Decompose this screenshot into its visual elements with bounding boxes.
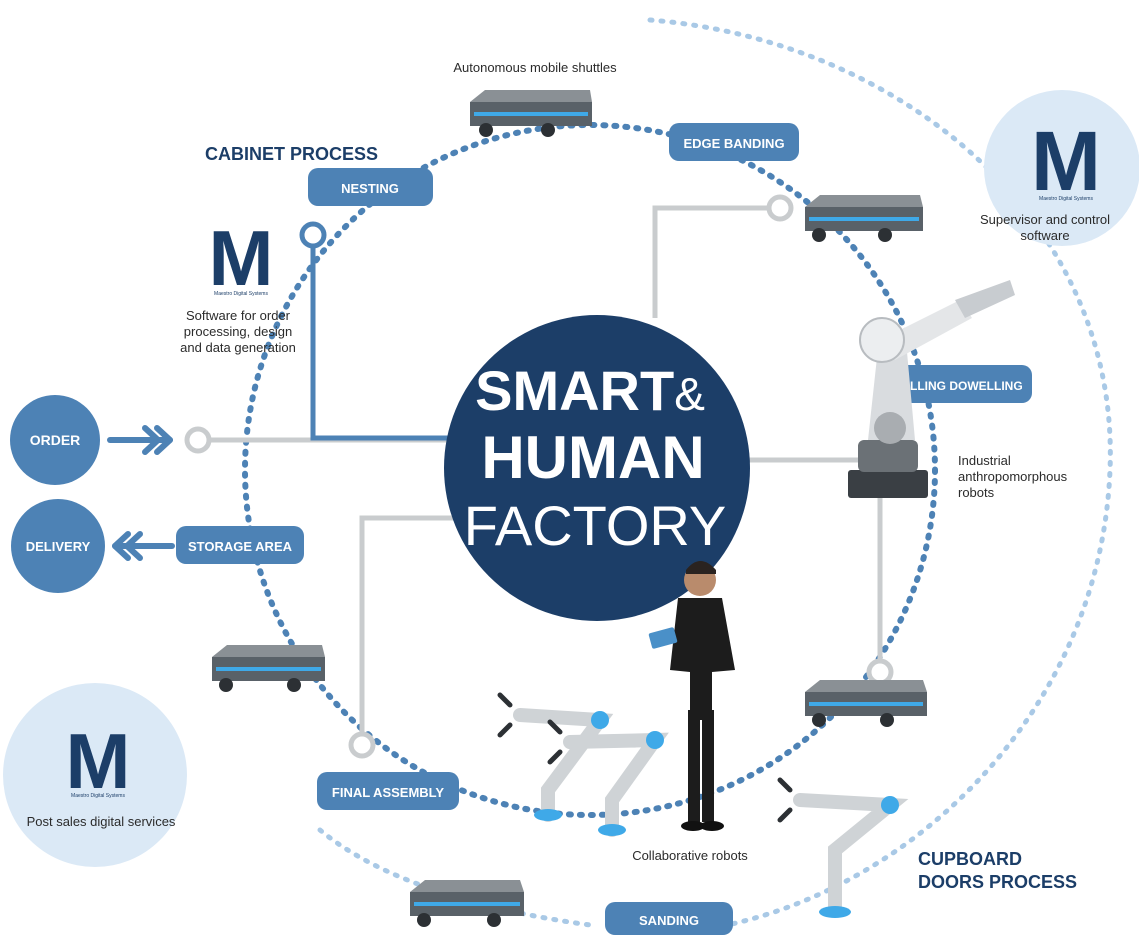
center-line3: FACTORY <box>464 494 726 557</box>
operator-person-icon <box>648 561 735 831</box>
svg-text:Supervisor and control: Supervisor and control <box>980 212 1110 227</box>
svg-text:software: software <box>1020 228 1069 243</box>
industrial-caption-2: anthropomorphous <box>958 469 1068 484</box>
svg-text:DELIVERY: DELIVERY <box>26 539 91 554</box>
station-edge-banding: EDGE BANDING <box>669 123 799 161</box>
industrial-caption-3: robots <box>958 485 995 500</box>
m-logo-icon: M <box>209 214 274 302</box>
station-nesting: NESTING <box>308 168 433 206</box>
order-arrow-icon <box>107 425 173 455</box>
post-sales-logo-circle: M Maestro Digital Systems Post sales dig… <box>3 683 187 867</box>
center-hub: SMART& HUMAN FACTORY <box>444 315 750 621</box>
svg-text:Maestro Digital Systems: Maestro Digital Systems <box>214 291 268 297</box>
svg-text:NESTING: NESTING <box>341 181 399 196</box>
station-drilling-dowelling: DRILLING DOWELLING <box>880 365 1032 403</box>
station-sanding: SANDING <box>605 902 733 935</box>
outer-dotted-arc <box>647 17 1113 933</box>
svg-text:ORDER: ORDER <box>30 432 81 448</box>
svg-text:Maestro Digital Systems: Maestro Digital Systems <box>71 793 125 799</box>
svg-text:Maestro Digital Systems: Maestro Digital Systems <box>1039 196 1093 202</box>
m-logo-icon: M <box>1031 114 1101 208</box>
station-storage-area: STORAGE AREA <box>176 526 304 564</box>
svg-text:FINAL ASSEMBLY: FINAL ASSEMBLY <box>332 785 445 800</box>
order-software-logo: M Maestro Digital Systems Software for o… <box>180 214 296 355</box>
software-connector <box>310 240 450 441</box>
svg-text:STORAGE AREA: STORAGE AREA <box>188 539 293 554</box>
delivery-arrow-icon <box>112 531 175 561</box>
center-line1: SMART& <box>475 359 705 422</box>
m-logo-icon: M <box>66 717 131 805</box>
shuttles-caption: Autonomous mobile shuttles <box>453 60 617 75</box>
svg-text:SANDING: SANDING <box>639 913 699 928</box>
collaborative-caption: Collaborative robots <box>632 848 748 863</box>
cupboard-process-heading-2: DOORS PROCESS <box>918 872 1077 892</box>
svg-text:and data generation: and data generation <box>180 340 296 355</box>
svg-text:DRILLING DOWELLING: DRILLING DOWELLING <box>889 379 1022 393</box>
order-endpoint: ORDER <box>10 395 100 485</box>
cupboard-process-heading-1: CUPBOARD <box>918 849 1022 869</box>
mobile-shuttle-icon <box>470 90 592 137</box>
mobile-shuttle-icon <box>805 195 923 242</box>
supervisor-logo-circle: M Maestro Digital Systems Supervisor and… <box>980 90 1139 246</box>
industrial-caption-1: Industrial <box>958 453 1011 468</box>
connector-nodes <box>184 194 894 759</box>
mobile-shuttle-icon <box>805 680 927 727</box>
center-line2: HUMAN <box>481 424 704 491</box>
mobile-shuttle-icon <box>410 880 524 927</box>
svg-text:EDGE BANDING: EDGE BANDING <box>683 136 784 151</box>
station-final-assembly: FINAL ASSEMBLY <box>317 772 459 810</box>
collaborative-robot-icon <box>497 692 909 918</box>
svg-text:Software for order: Software for order <box>186 308 291 323</box>
svg-text:processing, design: processing, design <box>184 324 292 339</box>
industrial-robot-icon <box>848 280 1015 498</box>
delivery-endpoint: DELIVERY <box>11 499 105 593</box>
cabinet-process-heading: CABINET PROCESS <box>205 144 378 164</box>
svg-text:Post sales digital services: Post sales digital services <box>27 814 176 829</box>
mobile-shuttle-icon <box>212 645 325 692</box>
